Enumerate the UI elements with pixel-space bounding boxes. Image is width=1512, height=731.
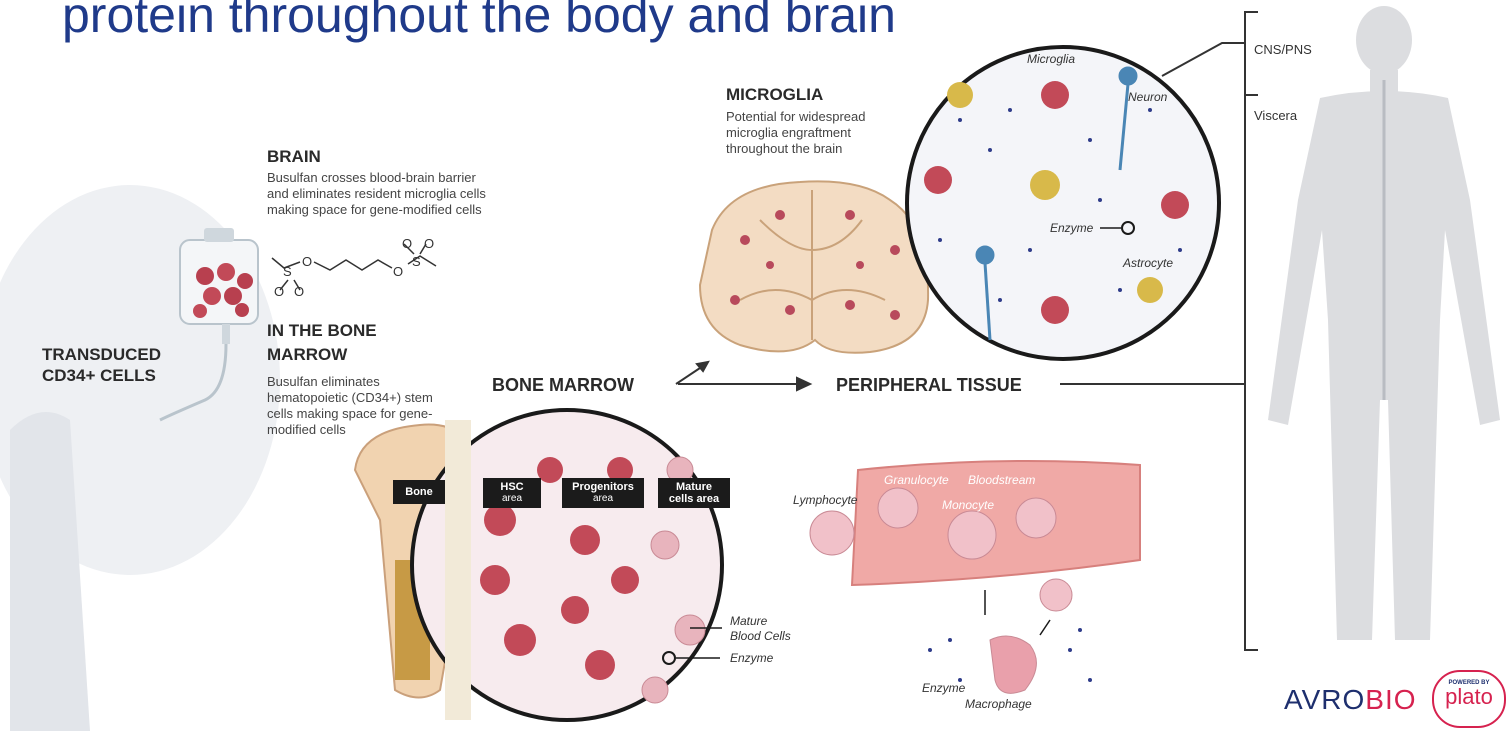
mature-blood-line2: Blood Cells <box>730 629 791 644</box>
progenitors-label: Progenitors <box>568 481 638 493</box>
page-title: protein throughout the body and brain <box>62 0 896 44</box>
plato-label: plato <box>1434 686 1504 708</box>
marrow-inset-circle <box>412 410 722 720</box>
bone-marrow-description: Busulfan eliminates hematopoietic (CD34+… <box>267 374 433 438</box>
viscera-label: Viscera <box>1254 108 1297 123</box>
brain-desc-line1: Busulfan crosses blood-brain barrier <box>267 170 486 186</box>
microglia-desc-line3: throughout the brain <box>726 141 865 157</box>
hsc-area-label: HSC area <box>483 478 541 508</box>
mature-area-label: Mature cells area <box>658 478 730 508</box>
cns-pns-label: CNS/PNS <box>1254 42 1312 57</box>
hsc-sub-label: area <box>489 493 535 505</box>
macrophage-label: Macrophage <box>965 697 1032 711</box>
mature-blood-line1: Mature <box>730 614 791 629</box>
bone-marrow-heading: IN THE BONE MARROW <box>267 319 377 367</box>
microglia-desc-line1: Potential for widespread <box>726 109 865 125</box>
microglia-desc-line2: microglia engraftment <box>726 125 865 141</box>
logo-bio: BIO <box>1365 684 1416 715</box>
transduced-line2: CD34+ CELLS <box>42 365 161 386</box>
bone-marrow-heading-line2: MARROW <box>267 343 377 367</box>
brain-desc-line3: making space for gene-modified cells <box>267 202 486 218</box>
bm-desc-line4: modified cells <box>267 422 433 438</box>
atom-s1: S <box>283 264 292 279</box>
microglia-description: Potential for widespread microglia engra… <box>726 109 865 157</box>
atom-o6: O <box>424 236 434 251</box>
microglia-heading: MICROGLIA <box>726 85 823 105</box>
bm-desc-line2: hematopoietic (CD34+) stem <box>267 390 433 406</box>
lymphocyte-label: Lymphocyte <box>793 493 857 507</box>
brain-heading: BRAIN <box>267 147 321 167</box>
bm-desc-line3: cells making space for gene- <box>267 406 433 422</box>
logo-avro: AVRO <box>1284 684 1365 715</box>
atom-o5: O <box>402 236 412 251</box>
atom-s2: S <box>412 254 421 269</box>
blood-vessel <box>810 461 1140 693</box>
mature-label: Mature <box>664 481 724 493</box>
inset-microglia-label: Microglia <box>1027 52 1075 66</box>
bm-desc-line1: Busulfan eliminates <box>267 374 433 390</box>
human-body-silhouette <box>1268 6 1500 640</box>
brain-inset-circle <box>907 47 1219 359</box>
progenitors-sub-label: area <box>568 493 638 505</box>
vessel-enzyme-label: Enzyme <box>922 681 965 695</box>
brain-illustration <box>700 181 928 352</box>
avrobio-logo: AVROBIO <box>1284 684 1417 716</box>
mature-sub-label: cells area <box>664 493 724 505</box>
progenitors-area-label: Progenitors area <box>562 478 644 508</box>
transduced-cells-label: TRANSDUCED CD34+ CELLS <box>42 344 161 386</box>
inset-enzyme-label: Enzyme <box>1050 221 1093 235</box>
bone-marrow-heading-line1: IN THE BONE <box>267 319 377 343</box>
granulocyte-label: Granulocyte <box>884 473 949 487</box>
brain-description: Busulfan crosses blood-brain barrier and… <box>267 170 486 218</box>
bone-marrow-flow-label: BONE MARROW <box>492 375 634 396</box>
atom-o2: O <box>274 284 284 299</box>
monocyte-label: Monocyte <box>942 498 994 512</box>
hsc-label: HSC <box>489 481 535 493</box>
mature-blood-cells-label: Mature Blood Cells <box>730 614 791 644</box>
bone-label: Bone <box>393 480 445 504</box>
bloodstream-label: Bloodstream <box>968 473 1035 487</box>
brain-desc-line2: and eliminates resident microglia cells <box>267 186 486 202</box>
transduced-line1: TRANSDUCED <box>42 344 161 365</box>
marrow-enzyme-label: Enzyme <box>730 651 773 665</box>
inset-astrocyte-label: Astrocyte <box>1123 256 1173 270</box>
atom-o4: O <box>393 264 403 279</box>
plato-badge: POWERED BY plato <box>1432 670 1506 728</box>
peripheral-tissue-flow-label: PERIPHERAL TISSUE <box>836 375 1022 396</box>
inset-neuron-label: Neuron <box>1128 90 1167 104</box>
atom-o3: O <box>294 284 304 299</box>
atom-o1: O <box>302 254 312 269</box>
